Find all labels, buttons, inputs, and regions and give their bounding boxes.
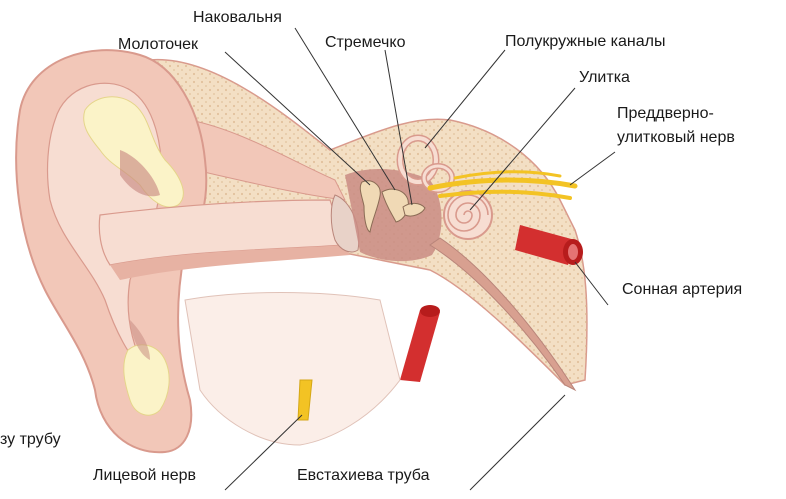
jugular-vessel bbox=[400, 305, 440, 382]
leader-eustachian bbox=[470, 395, 565, 490]
label-cochlea: Улитка bbox=[579, 68, 630, 87]
label-carotid: Сонная артерия bbox=[622, 280, 742, 299]
lower-tissue bbox=[185, 293, 400, 446]
label-vestibulocochlear-line2: улитковый нерв bbox=[617, 128, 735, 147]
label-semicircular: Полукружные каналы bbox=[505, 32, 665, 51]
label-facial: Лицевой нерв bbox=[93, 466, 196, 485]
label-stapes: Стремечко bbox=[325, 33, 405, 52]
cochlea bbox=[444, 191, 492, 239]
label-eustachian: Евстахиева труба bbox=[297, 466, 429, 485]
leader-vestibulocochlear bbox=[570, 152, 615, 185]
label-cut-fragment: зу трубу bbox=[0, 430, 61, 449]
label-malleus: Молоточек bbox=[118, 35, 198, 54]
label-incus: Наковальня bbox=[193, 8, 282, 27]
label-vestibulocochlear-line1: Преддверно- bbox=[617, 104, 714, 123]
